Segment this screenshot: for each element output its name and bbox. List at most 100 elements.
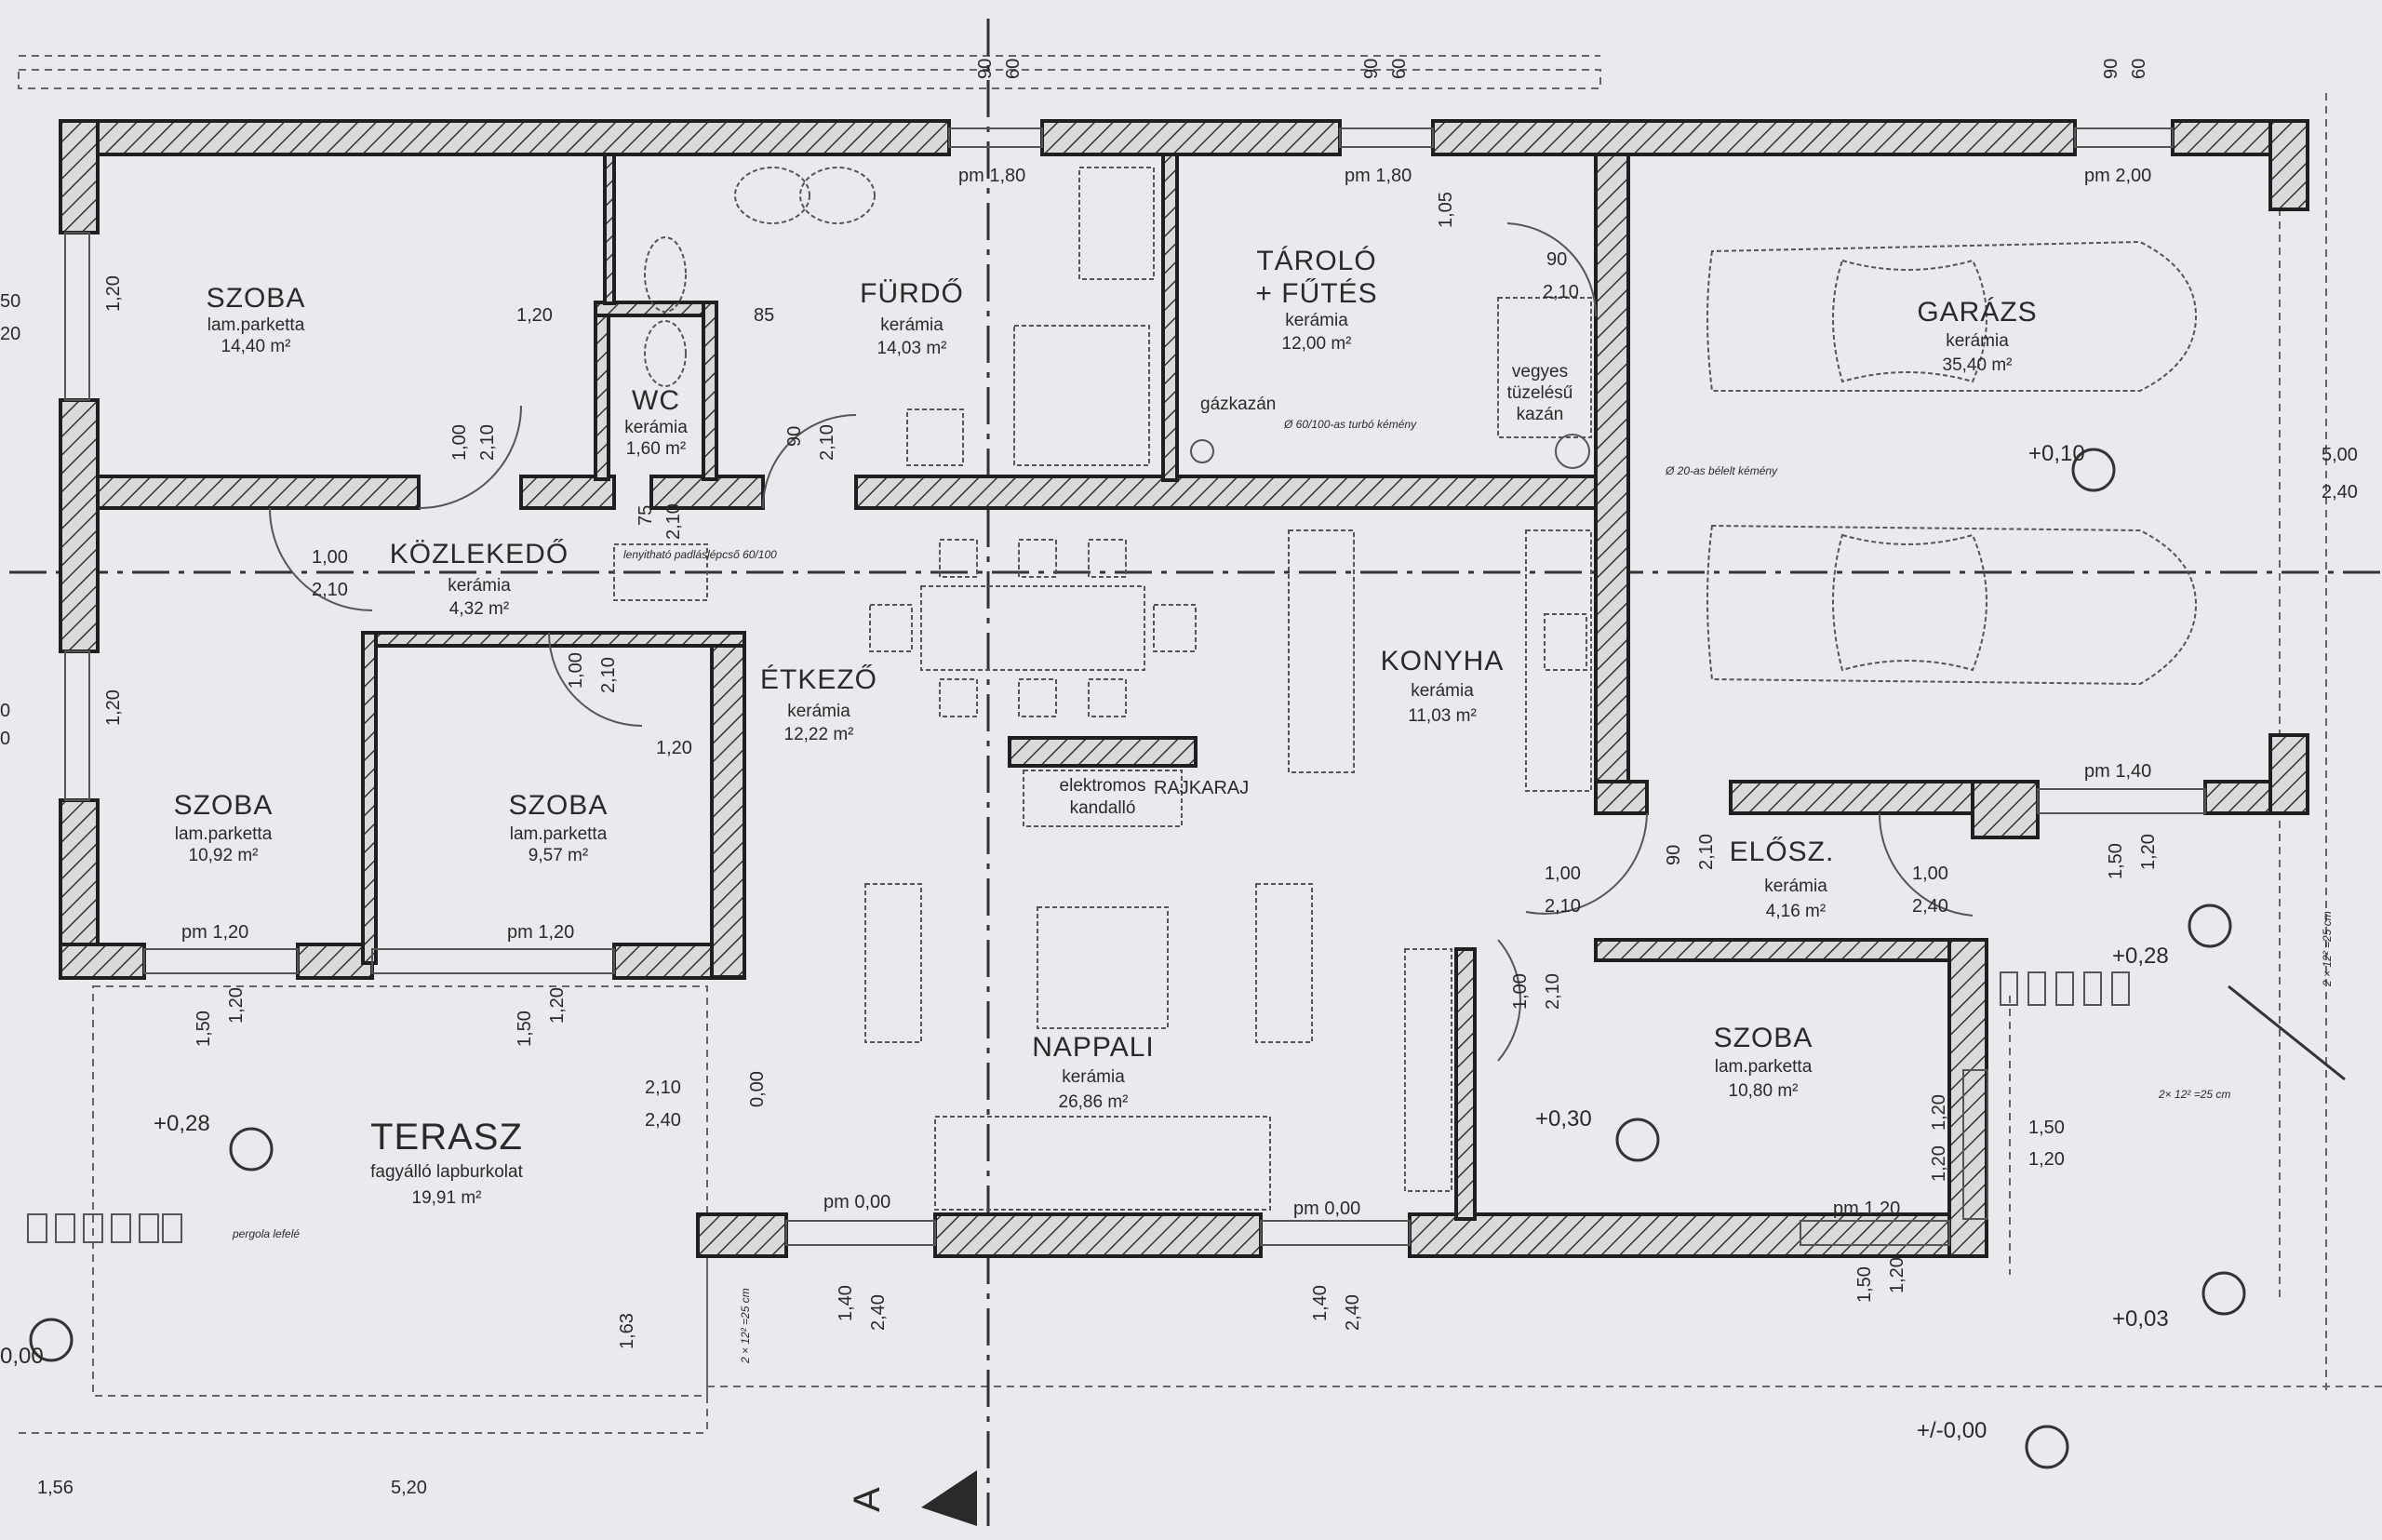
room-floor: lam.parketta <box>175 824 273 844</box>
level-zero: +/-0,00 <box>1917 1418 1987 1443</box>
dimension-label: 2,40 <box>2322 482 2358 502</box>
dimension-label: 2,40 <box>1343 1294 1363 1331</box>
level-terrace: +0,28 <box>154 1111 210 1136</box>
dimension-label: 90 <box>1361 59 1382 79</box>
room-area: 4,32 m² <box>449 599 509 619</box>
equipment-notes: gázkazán Ø 60/100-as turbó kémény vegyes… <box>232 362 1778 1240</box>
dimension-label: 1,40 <box>1310 1285 1331 1321</box>
dimension-label: 1,50 <box>194 1011 214 1047</box>
room-wc: WC kerámia 1,60 m² <box>624 385 688 459</box>
room-kozlekedo: KÖZLEKEDŐ kerámia 4,32 m² <box>390 539 569 619</box>
room-area: 19,91 m² <box>412 1188 482 1208</box>
dimension-label: 1,20 <box>1929 1145 1949 1182</box>
gas-boiler-label: gázkazán <box>1200 395 1276 414</box>
dimension-label: 1,50 <box>2028 1118 2065 1138</box>
room-area: 12,22 m² <box>784 725 854 744</box>
dimension-label: 0 <box>0 701 10 721</box>
room-szoba-2: SZOBA lam.parketta 10,92 m² <box>174 790 273 865</box>
dimension-label: 60 <box>2129 59 2149 79</box>
dimension-label: 1,20 <box>516 305 553 326</box>
dimension-label: 2,40 <box>868 1294 889 1331</box>
room-floor: lam.parketta <box>1715 1057 1813 1077</box>
dimension-label: 1,00 <box>1545 864 1581 884</box>
room-szoba-3: SZOBA lam.parketta 9,57 m² <box>509 790 609 865</box>
dimension-label: 2,10 <box>817 424 837 461</box>
dimension-label: 5,20 <box>391 1478 427 1498</box>
room-area: 10,92 m² <box>189 846 259 865</box>
dimension-label: 90 <box>2101 59 2121 79</box>
dimension-label: 0,00 <box>747 1071 768 1107</box>
chimney-note-2: Ø 20-as bélelt kémény <box>1665 464 1778 477</box>
level-garage: +0,10 <box>2028 441 2085 466</box>
dimension-label: pm 1,20 <box>1833 1199 1900 1219</box>
room-terasz: TERASZ fagyálló lapburkolat 19,91 m² <box>370 1117 523 1208</box>
dimension-label: pm 2,00 <box>2084 166 2151 186</box>
room-name: GARÁZS <box>1917 297 2037 328</box>
dimension-label: 2,10 <box>598 657 619 693</box>
room-tarolo: TÁROLÓ + FŰTÉS kerámia 12,00 m² <box>1255 246 1376 354</box>
dimension-label: pm 1,20 <box>181 922 248 943</box>
room-name: WC <box>632 385 680 416</box>
dimension-label: 1,50 <box>515 1011 535 1047</box>
room-name: TERASZ <box>370 1117 523 1158</box>
room-name: NAPPALI <box>1032 1032 1155 1063</box>
dimension-label: 1,00 <box>312 547 348 568</box>
fireplace-label-1: elektromos <box>1060 776 1146 796</box>
dimension-label: pm 1,80 <box>1345 166 1412 186</box>
level-entry: +0,28 <box>2112 944 2169 969</box>
dimension-label: 2,10 <box>663 503 684 540</box>
dimension-label: 2,10 <box>312 580 348 600</box>
dimension-label: 2 × 12² =25 cm <box>2321 911 2334 987</box>
dimension-label: 60 <box>1389 59 1410 79</box>
dimension-label: 50 <box>0 291 20 312</box>
level-szoba: +0,30 <box>1535 1106 1592 1132</box>
dimension-label: 1,20 <box>547 987 568 1024</box>
dimension-label: 1,20 <box>226 987 247 1024</box>
stair-steps <box>27 971 2130 1243</box>
room-name: SZOBA <box>207 283 306 314</box>
dimension-label: 90 <box>784 426 805 447</box>
room-name: KÖZLEKEDŐ <box>390 539 569 569</box>
dimension-label: 1,20 <box>103 690 124 726</box>
section-mark: A <box>847 1486 888 1512</box>
dimension-label: pm 1,20 <box>507 922 574 943</box>
dimension-label: 1,20 <box>1929 1094 1949 1131</box>
dimension-label: 1,20 <box>656 738 692 758</box>
room-area: 14,03 m² <box>877 339 947 358</box>
dimension-label: pm 1,80 <box>958 166 1025 186</box>
room-floor: kerámia <box>624 418 688 437</box>
room-furdo: FÜRDŐ kerámia 14,03 m² <box>860 278 963 358</box>
room-floor: fagyálló lapburkolat <box>370 1162 523 1182</box>
room-name: SZOBA <box>509 790 609 821</box>
dimension-label: 2,40 <box>645 1110 681 1131</box>
dimension-label: 1,50 <box>2106 843 2126 879</box>
walls <box>59 119 2309 1258</box>
room-eloszoba: ELŐSZ. kerámia 4,16 m² <box>1730 837 1835 921</box>
attic-stair-note: lenyitható padláslépcső 60/100 <box>623 548 777 561</box>
room-area: 35,40 m² <box>1943 355 2013 375</box>
dimension-label: 75 <box>636 505 656 526</box>
dimension-label: 60 <box>1003 59 1024 79</box>
dimension-label: 5,00 <box>2322 445 2358 465</box>
room-area: 1,60 m² <box>626 439 686 459</box>
chimney-note-1: Ø 60/100-as turbó kémény <box>1283 418 1417 431</box>
room-garazs: GARÁZS kerámia 35,40 m² <box>1917 297 2037 375</box>
room-floor: lam.parketta <box>510 824 608 844</box>
room-floor: lam.parketta <box>207 315 305 335</box>
dimension-label: 2,40 <box>1912 896 1948 917</box>
room-floor: kerámia <box>1946 331 2009 351</box>
dimension-label: pm 0,00 <box>823 1192 890 1212</box>
door-swings <box>269 222 1974 1062</box>
dimension-label: 90 <box>1546 249 1567 270</box>
room-szoba-4: SZOBA lam.parketta 10,80 m² <box>1714 1023 1813 1101</box>
dimension-label: 2,10 <box>1696 834 1717 870</box>
room-area: 10,80 m² <box>1729 1081 1799 1101</box>
room-floor: kerámia <box>1764 877 1827 896</box>
watermark: RAJKARAJ <box>1154 778 1249 798</box>
dimension-label: 1,00 <box>1912 864 1948 884</box>
room-name: ELŐSZ. <box>1730 837 1835 867</box>
garage-cars <box>1706 240 2198 686</box>
room-name: ÉTKEZŐ <box>760 664 877 695</box>
